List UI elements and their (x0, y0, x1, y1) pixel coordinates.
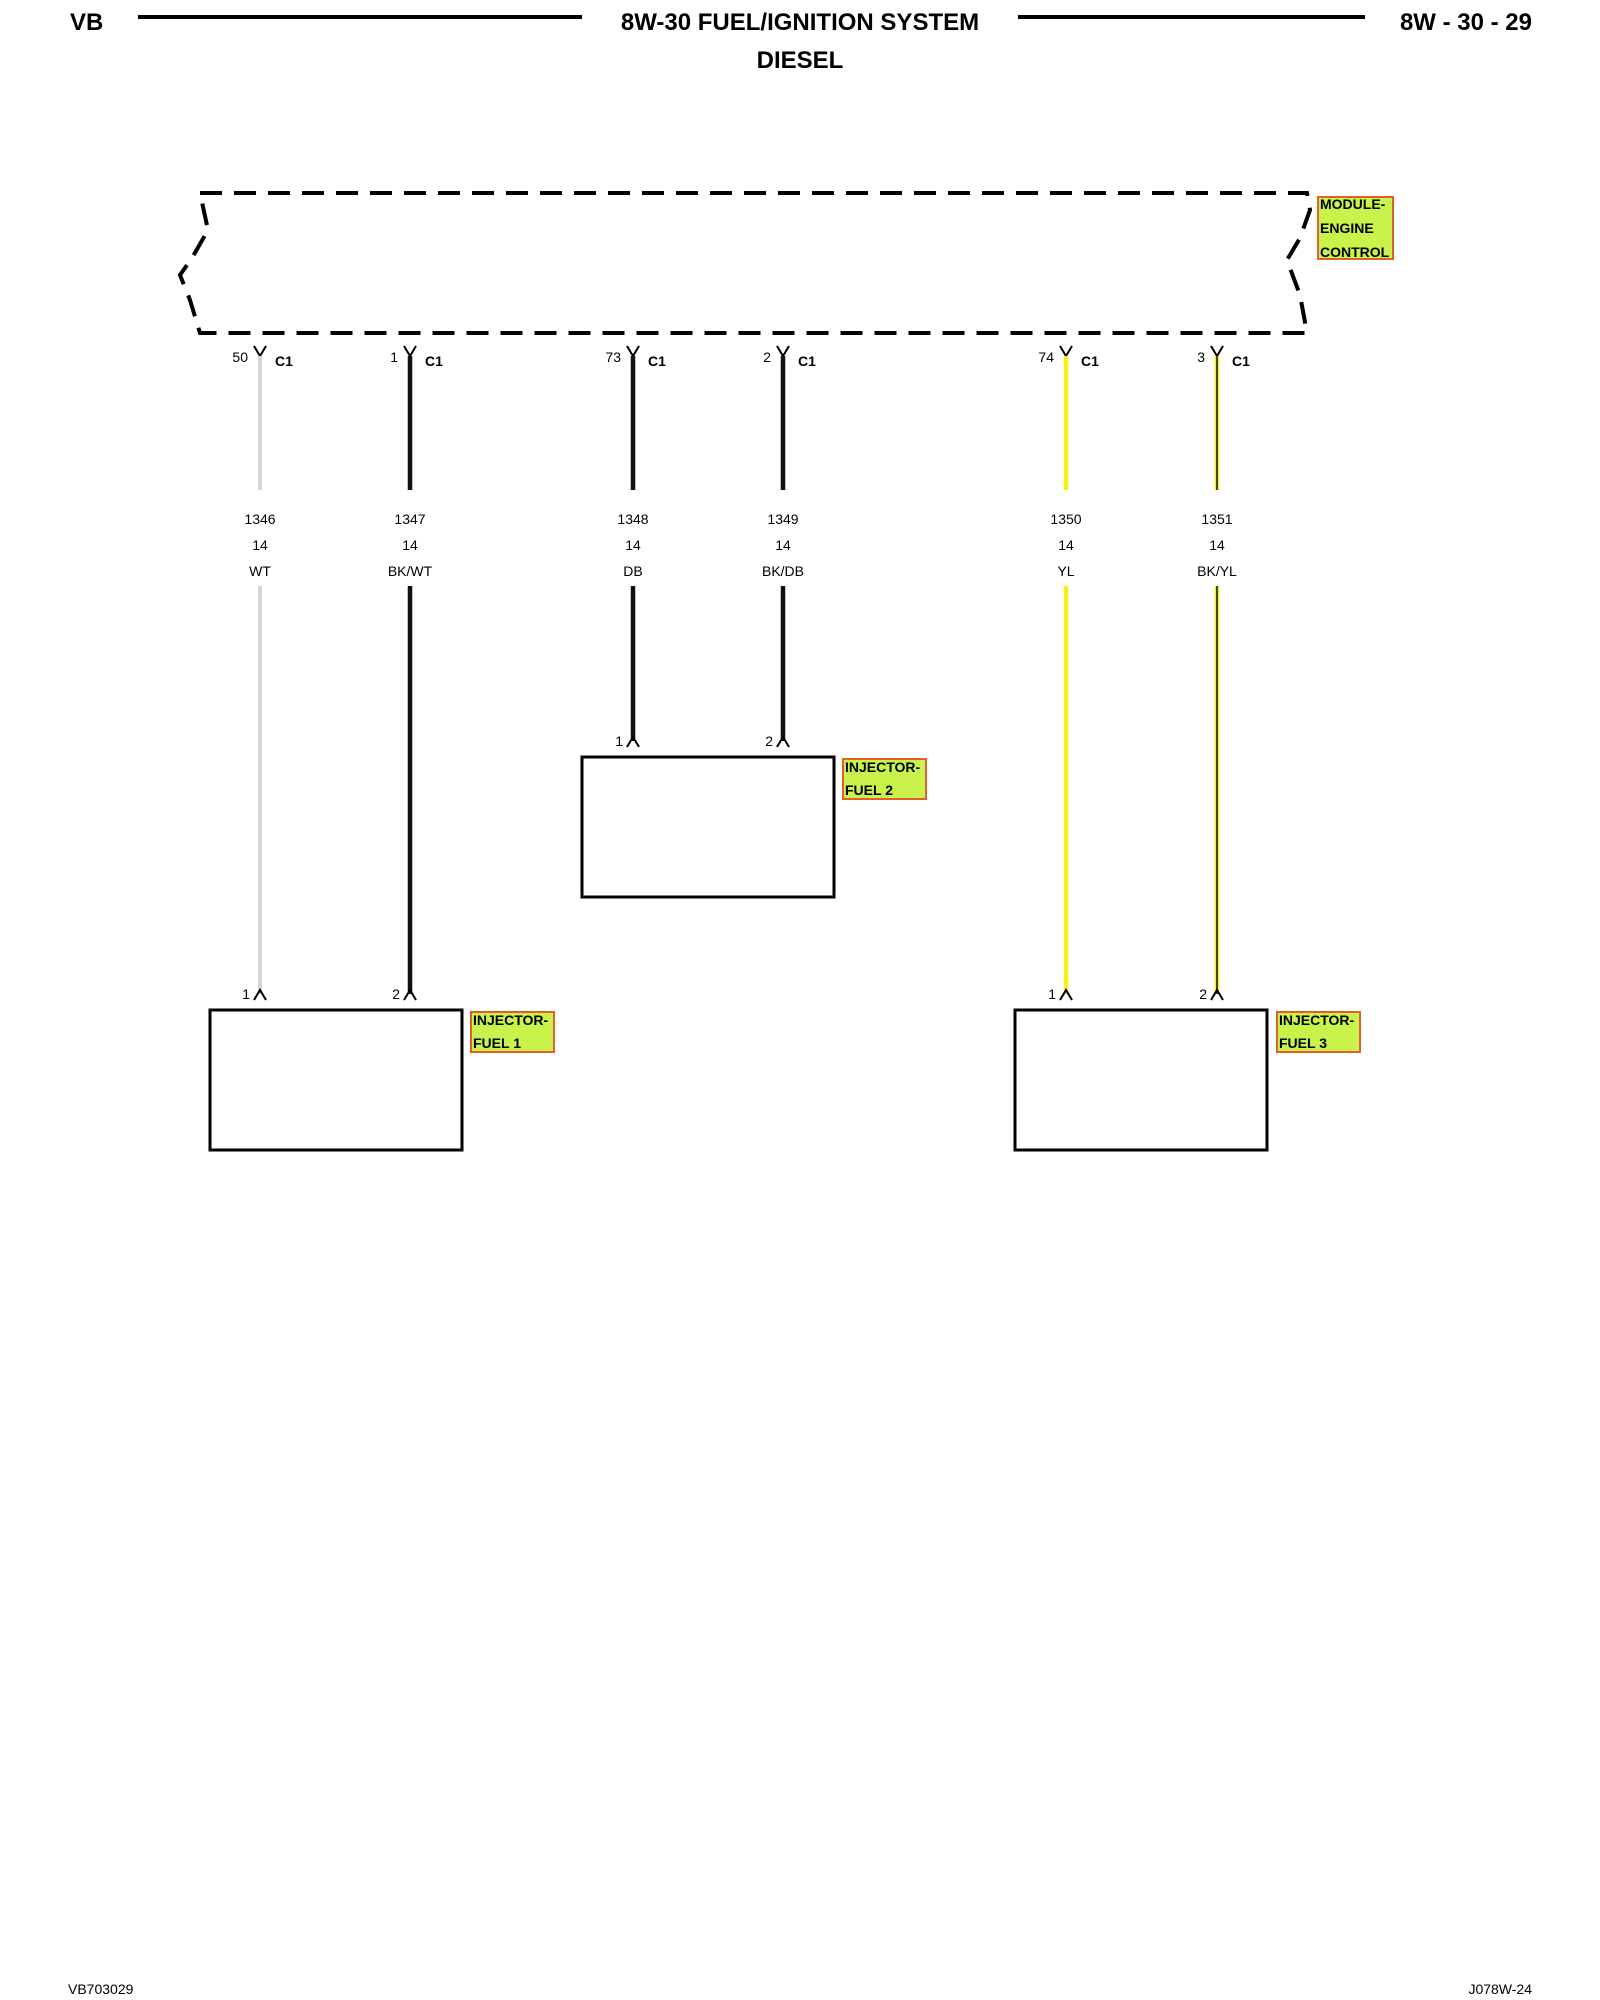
header-subtitle: DIESEL (757, 47, 844, 74)
circuit-number: 1346 (244, 511, 275, 527)
device-pin-number: 2 (765, 733, 773, 749)
circuit-number: 1349 (767, 511, 798, 527)
module-pin-number: 73 (605, 349, 621, 365)
module-connector-id: C1 (648, 353, 666, 369)
circuit-number: 1348 (617, 511, 648, 527)
module-connector-id: C1 (425, 353, 443, 369)
module-connector-id: C1 (1232, 353, 1250, 369)
circuit-number: 1350 (1050, 511, 1081, 527)
wire-gauge: 14 (625, 537, 641, 553)
wire-gauge: 14 (775, 537, 791, 553)
injector-fuel-2-label-line-2: FUEL 2 (845, 782, 893, 798)
injector-fuel-2-label-background (842, 758, 927, 800)
device-pin-number: 1 (242, 986, 250, 1002)
injector-fuel-3-label: INJECTOR- FUEL 3 (1276, 1011, 1361, 1053)
wire-color: DB (623, 563, 642, 579)
module-pin-number: 50 (232, 349, 248, 365)
device-terminal-2 (1210, 988, 1224, 1001)
module-label-background (1317, 196, 1394, 260)
footer-left: VB703029 (68, 1981, 134, 1997)
injector-fuel-1-label: INJECTOR- FUEL 1 (470, 1011, 555, 1053)
circuit-number: 1351 (1201, 511, 1232, 527)
injector-fuel-1-label-line-1: INJECTOR- (473, 1012, 549, 1028)
device-pin-number: 2 (1199, 986, 1207, 1002)
module-label: MODULE- ENGINE CONTROL (1317, 196, 1394, 260)
module-pin-number: 3 (1197, 349, 1205, 365)
header-left: VB (70, 9, 103, 36)
connector-terminal-73 (626, 345, 640, 358)
injector-fuel-2-label: INJECTOR- FUEL 2 (842, 758, 927, 800)
circuit-number: 1347 (394, 511, 425, 527)
module-pin-number: 2 (763, 349, 771, 365)
device-terminal-2 (403, 988, 417, 1001)
module-pin-number: 74 (1038, 349, 1054, 365)
injector-fuel-1-box (208, 1008, 464, 1152)
wire-color: BK/WT (388, 563, 433, 579)
wire-gauge: 14 (252, 537, 268, 553)
module-label-line-2: ENGINE (1320, 220, 1374, 236)
injector-fuel-2-label-line-1: INJECTOR- (845, 759, 921, 775)
device-terminal-1 (1059, 988, 1073, 1001)
device-pin-number: 1 (1048, 986, 1056, 1002)
module-label-line-1: MODULE- (1320, 196, 1386, 212)
injector-fuel-2-box (580, 755, 836, 899)
wire-gauge: 14 (1058, 537, 1074, 553)
wire-color: BK/DB (762, 563, 804, 579)
connector-terminal-2 (776, 345, 790, 358)
device-pin-number: 2 (392, 986, 400, 1002)
wire-color: BK/YL (1197, 563, 1237, 579)
injector-fuel-3-label-line-1: INJECTOR- (1279, 1012, 1355, 1028)
module-connector-id: C1 (798, 353, 816, 369)
header-title: 8W-30 FUEL/IGNITION SYSTEM (621, 9, 979, 36)
device-pin-number: 1 (615, 733, 623, 749)
injector-fuel-1-label-background (470, 1011, 555, 1053)
header-page: 8W - 30 - 29 (1400, 9, 1532, 36)
connector-terminal-1 (403, 345, 417, 358)
connector-terminal-74 (1059, 345, 1073, 358)
wire-gauge: 14 (1209, 537, 1225, 553)
connector-terminal-3 (1210, 345, 1224, 358)
footer-right: J078W-24 (1468, 1981, 1532, 1997)
module-connector-id: C1 (275, 353, 293, 369)
injector-fuel-3-label-background (1276, 1011, 1361, 1053)
injector-fuel-3-label-line-2: FUEL 3 (1279, 1035, 1327, 1051)
wire-color: WT (249, 563, 271, 579)
device-terminal-1 (626, 735, 640, 748)
device-terminal-2 (776, 735, 790, 748)
device-terminal-1 (253, 988, 267, 1001)
module-label-line-3: CONTROL (1320, 244, 1390, 260)
wire-gauge: 14 (402, 537, 418, 553)
connector-terminal-50 (253, 345, 267, 358)
module-connector-id: C1 (1081, 353, 1099, 369)
injector-fuel-3-box (1013, 1008, 1269, 1152)
wire-color: YL (1057, 563, 1074, 579)
injector-fuel-1-label-line-2: FUEL 1 (473, 1035, 521, 1051)
engine-control-module-outline (177, 191, 1313, 335)
module-pin-number: 1 (390, 349, 398, 365)
